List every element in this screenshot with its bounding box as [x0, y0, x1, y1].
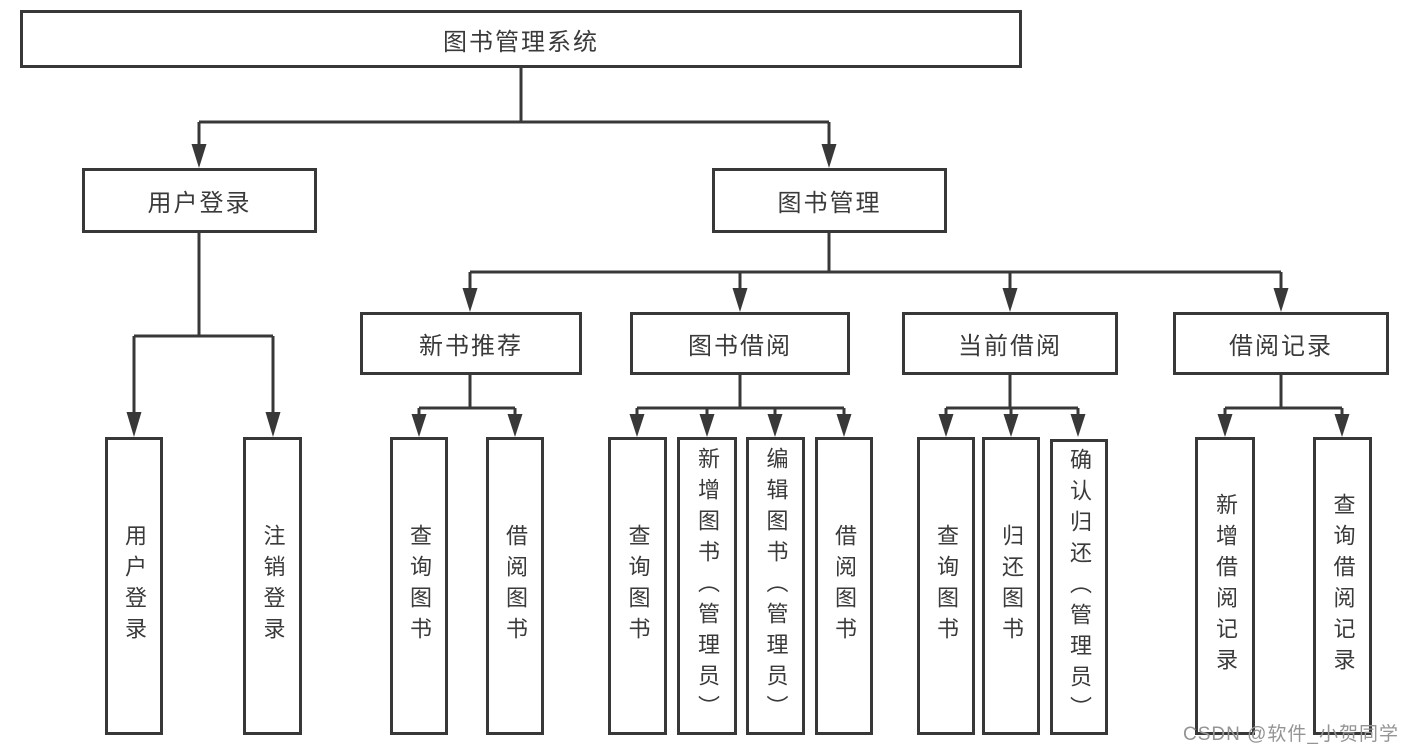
- leaf-logout: 注销登录: [243, 437, 302, 735]
- leaf-borrow-books-1-label: 借阅图书: [503, 524, 528, 648]
- arrow-down-icon: [126, 412, 142, 437]
- leaf-borrow-books-1: 借阅图书: [486, 437, 544, 735]
- node-current-borrow: 当前借阅: [902, 312, 1118, 375]
- node-user-login-label: 用户登录: [147, 190, 252, 217]
- arrow-down-icon: [1002, 288, 1018, 312]
- arrow-down-icon: [629, 414, 645, 437]
- leaf-query-books-1: 查询图书: [390, 437, 448, 735]
- arrow-down-icon: [1217, 414, 1233, 437]
- leaf-confirm-return-admin: 确认归还（管理员）: [1050, 439, 1108, 735]
- leaf-edit-book-admin-label: 编辑图书（管理员）: [763, 446, 789, 726]
- connector-level3-to-leaves: [417, 375, 1344, 416]
- leaf-query-books-3-label: 查询图书: [934, 524, 959, 648]
- leaf-return-book: 归还图书: [982, 437, 1040, 735]
- leaf-user-login: 用户登录: [105, 437, 163, 735]
- arrow-down-icon: [1273, 288, 1289, 312]
- node-new-book-rec-label: 新书推荐: [419, 333, 523, 360]
- leaf-add-borrow-record-label: 新增借阅记录: [1213, 493, 1238, 679]
- node-book-borrow-label: 图书借阅: [688, 333, 792, 360]
- arrow-down-icon: [507, 414, 523, 437]
- node-root-label: 图书管理系统: [443, 28, 599, 56]
- arrow-down-icon: [938, 414, 954, 437]
- leaf-add-book-admin: 新增图书（管理员）: [677, 437, 737, 735]
- node-current-borrow-label: 当前借阅: [958, 333, 1062, 360]
- connector-root-to-level2: [197, 68, 831, 146]
- leaf-borrow-books-2-label: 借阅图书: [832, 524, 857, 648]
- watermark: CSDN @软件_小贺同学: [1183, 724, 1399, 745]
- arrow-down-icon: [836, 414, 852, 437]
- arrow-down-icon: [462, 288, 478, 312]
- arrow-down-icon: [411, 414, 427, 437]
- leaf-logout-label: 注销登录: [260, 524, 286, 648]
- node-book-borrow: 图书借阅: [630, 312, 850, 375]
- arrow-down-icon: [767, 414, 783, 437]
- connector-book-mgmt-to-level3: [468, 233, 1283, 290]
- arrow-down-icon: [821, 144, 837, 168]
- leaf-add-borrow-record: 新增借阅记录: [1195, 437, 1255, 735]
- node-user-login: 用户登录: [82, 168, 317, 233]
- node-root: 图书管理系统: [20, 10, 1022, 68]
- leaf-edit-book-admin: 编辑图书（管理员）: [746, 437, 805, 735]
- arrow-down-icon: [191, 144, 207, 168]
- node-book-mgmt-label: 图书管理: [777, 190, 882, 217]
- arrow-down-icon: [1070, 414, 1086, 437]
- connector-user-login-to-leaves: [132, 233, 275, 414]
- leaf-confirm-return-admin-label: 确认归还（管理员）: [1067, 447, 1092, 727]
- node-borrow-records-label: 借阅记录: [1229, 333, 1333, 360]
- arrow-down-icon: [1334, 414, 1350, 437]
- leaf-borrow-books-2: 借阅图书: [815, 437, 873, 735]
- leaf-return-book-label: 归还图书: [999, 524, 1024, 648]
- node-new-book-rec: 新书推荐: [360, 312, 582, 375]
- leaf-user-login-label: 用户登录: [122, 524, 147, 648]
- node-borrow-records: 借阅记录: [1173, 312, 1389, 375]
- node-book-mgmt: 图书管理: [712, 168, 947, 233]
- leaf-query-borrow-record-label: 查询借阅记录: [1330, 493, 1356, 679]
- leaf-query-borrow-record: 查询借阅记录: [1313, 437, 1372, 735]
- arrow-down-icon: [1003, 414, 1019, 437]
- arrow-down-icon: [265, 412, 281, 437]
- leaf-query-books-1-label: 查询图书: [407, 524, 432, 648]
- leaf-query-books-2: 查询图书: [608, 437, 667, 735]
- arrow-down-icon: [699, 414, 715, 437]
- leaf-query-books-3: 查询图书: [917, 437, 975, 735]
- leaf-query-books-2-label: 查询图书: [625, 524, 651, 648]
- arrow-down-icon: [732, 288, 748, 312]
- leaf-add-book-admin-label: 新增图书（管理员）: [695, 446, 720, 726]
